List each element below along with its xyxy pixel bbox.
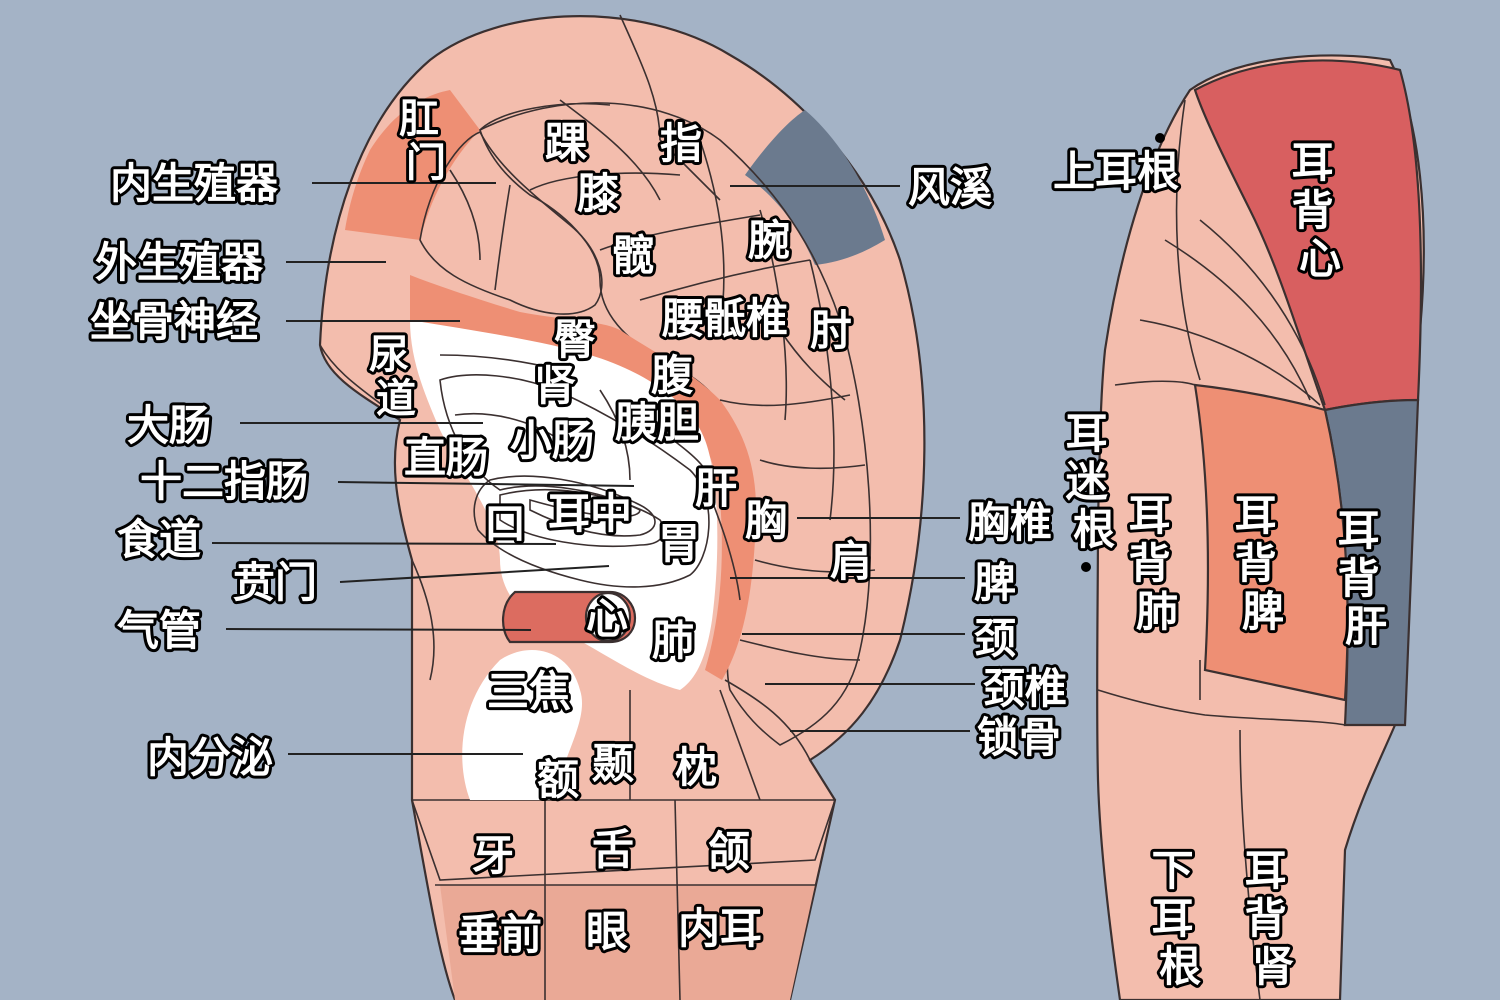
label-yaodizhui: 腰骶椎: [661, 294, 788, 343]
label-gan: 肝: [695, 464, 737, 513]
label-chuiqian: 垂前: [458, 910, 542, 959]
label-zuogushenjing: 坐骨神经: [90, 297, 258, 346]
label-erbeixin: 耳 背 心: [1292, 138, 1349, 283]
label-yan: 眼: [586, 907, 628, 956]
label-shangergen: 上耳根: [1053, 147, 1179, 196]
label-zhi: 指: [660, 119, 702, 168]
label-shierzhichang: 十二指肠: [140, 457, 308, 506]
lobe-upper: [410, 799, 837, 881]
back-segment-lines: [1097, 99, 1346, 1000]
label-benmen: 贲门: [233, 558, 317, 607]
sanjiao-white: [462, 650, 583, 800]
erbeipi-zone: [1193, 383, 1349, 702]
label-ya: 牙: [472, 831, 514, 880]
label-gangmen: 肛 门: [399, 96, 453, 186]
label-kuan: 髋: [612, 231, 654, 280]
label-xiaergen: 下 耳 根: [1152, 846, 1209, 991]
label-yidan: 胰胆: [615, 398, 699, 447]
label-fei: 肺: [652, 616, 694, 665]
label-erbeifei: 耳 背 肺: [1129, 491, 1186, 636]
helix-orange: [345, 90, 480, 240]
lobe-lower: [440, 885, 815, 1000]
label-huai: 踝: [545, 118, 588, 167]
label-nie: 颞: [592, 739, 634, 788]
label-fu: 腹: [651, 351, 694, 400]
fossa-lavender: [419, 130, 603, 315]
label-dachang: 大肠: [127, 401, 211, 450]
label-erbeipi: 耳 背 脾: [1235, 491, 1292, 636]
label-erzhong: 耳中: [548, 489, 632, 538]
label-xiaochang: 小肠: [510, 416, 594, 465]
labels: 肛 门 内生殖器 外生殖器 坐骨神经 踝 指 膝 髋 腕 风溪 尿 道 臀 腰骶…: [87, 93, 1395, 994]
label-niaodao: 尿 道: [369, 332, 423, 422]
label-zhichang: 直肠: [404, 433, 488, 482]
label-jian: 肩: [830, 537, 872, 586]
label-he: 颌: [708, 827, 750, 876]
label-xiongzhui: 胸椎: [968, 498, 1052, 547]
label-neier: 内耳: [678, 904, 762, 953]
concha-white: [410, 320, 718, 690]
label-waishengzhiqi: 外生殖器: [95, 238, 264, 287]
label-erbeishen: 耳 背 肾: [1245, 846, 1302, 991]
label-wei: 胃: [658, 519, 700, 568]
ermigen-dot: [1081, 562, 1091, 572]
label-zhou: 肘: [810, 306, 852, 355]
label-xin: 心: [586, 594, 628, 643]
label-jing: 颈: [974, 614, 1016, 663]
antihelix-olive: [479, 102, 872, 746]
label-shen: 肾: [534, 361, 576, 410]
label-she: 舌: [592, 825, 634, 874]
orange-band: [410, 275, 757, 680]
back-ear: [1081, 54, 1425, 1000]
xin-circle: [584, 591, 632, 643]
label-sanjiao: 三焦: [487, 667, 571, 716]
label-neishengzhiqi: 内生殖器: [110, 159, 279, 208]
label-wan: 腕: [748, 216, 790, 265]
leader-lines: [211, 182, 975, 755]
label-fengxi: 风溪: [908, 163, 993, 212]
shangergen-dot: [1155, 133, 1165, 143]
label-zhen: 枕: [675, 743, 717, 792]
label-e: 额: [537, 755, 579, 804]
label-pi: 脾: [974, 558, 1016, 607]
segment-lines: [319, 14, 876, 1000]
erzhong-oval: [499, 489, 665, 548]
label-jingzhui: 颈椎: [983, 664, 1067, 713]
label-xi: 膝: [577, 169, 620, 218]
label-neifenmi: 内分泌: [147, 733, 273, 782]
label-qiguan: 气管: [117, 606, 201, 655]
label-erbeigan: 耳 背 肝: [1338, 506, 1395, 651]
label-ermigen: 耳 迷 根: [1066, 409, 1123, 554]
label-tun: 臀: [554, 315, 596, 364]
label-kou: 口: [484, 499, 526, 548]
fengxi-zone: [745, 110, 885, 265]
label-xiong: 胸: [745, 496, 787, 545]
label-shidao: 食道: [117, 515, 201, 564]
label-suogu: 锁骨: [977, 713, 1061, 762]
